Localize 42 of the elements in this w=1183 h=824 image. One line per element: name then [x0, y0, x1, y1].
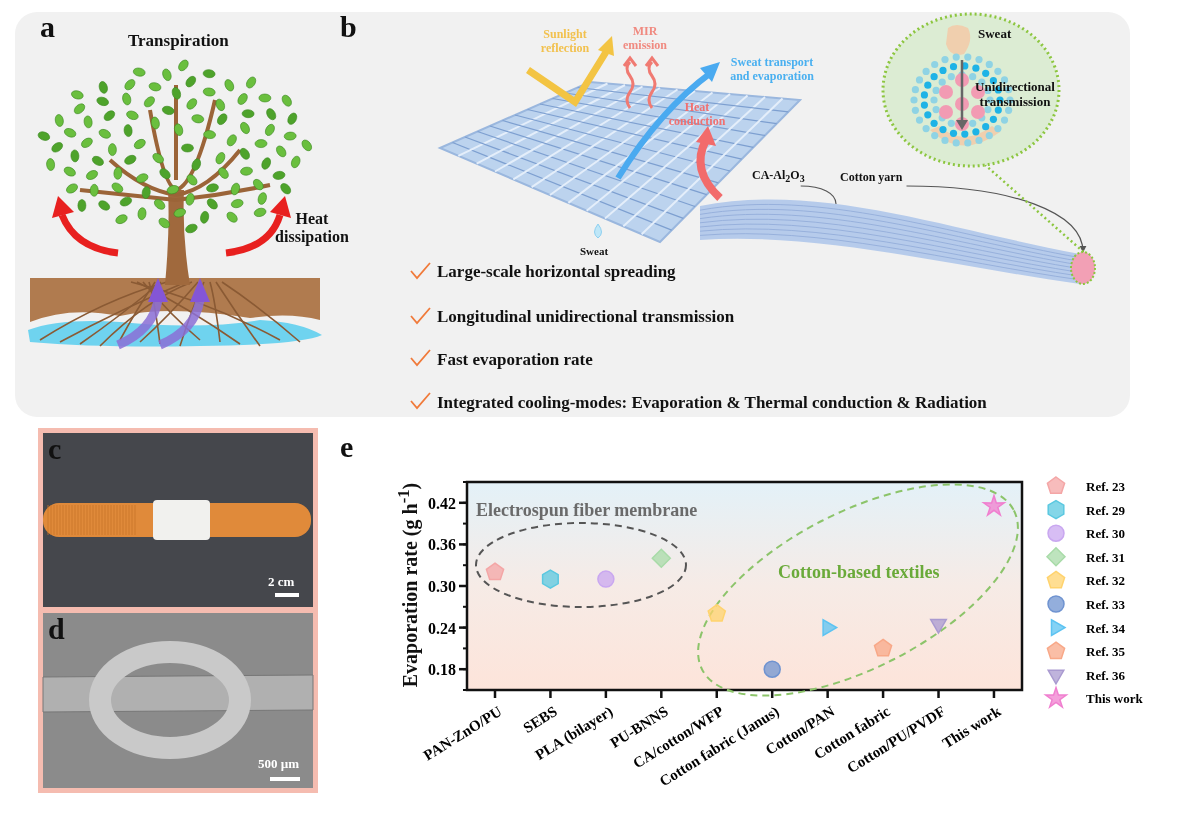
part-label: CA-Al$_{2}$O$_{3}$ [752, 169, 805, 185]
heading: Transpiration [128, 31, 229, 51]
panel-letter: a [40, 10, 55, 45]
feature-text: Longitudinal unidirectional transmission [437, 307, 735, 327]
annotation: Sweat transport and evaporation [729, 56, 815, 84]
annotation: MIR emission [622, 25, 668, 53]
panel-letter: e [340, 430, 354, 465]
tick-label: 0.42 [428, 494, 456, 512]
legend-label: Ref. 31 [1086, 549, 1125, 565]
leader-line [800, 185, 837, 205]
legend-label: Ref. 23 [1086, 479, 1125, 494]
part-label: Sweat [978, 27, 1012, 42]
annotation: Cotton-based textiles [778, 562, 940, 582]
scale-label: 2 cm [268, 575, 295, 590]
panel-letter: d [48, 612, 65, 647]
legend-label: Ref. 33 [1086, 597, 1125, 612]
part-label: Unidirectional transmission [974, 80, 1056, 110]
leader-line [905, 185, 1086, 253]
annotation: Heat conduction [667, 101, 727, 129]
legend-label: Ref. 34 [1086, 620, 1125, 636]
tick-label: 0.18 [428, 661, 456, 679]
annotation: Sweat [580, 245, 609, 258]
zoom-line [984, 164, 1085, 253]
panel-letter: c [48, 432, 62, 467]
scale-label: 500 µm [258, 757, 300, 772]
feature-text: Fast evaporation rate [437, 350, 593, 370]
legend-label: Ref. 32 [1086, 573, 1125, 589]
legend-label: Ref. 36 [1086, 667, 1125, 683]
annotation: Heat dissipation [274, 210, 350, 247]
legend-label: This work [1086, 691, 1143, 707]
legend-label: Ref. 29 [1086, 502, 1125, 518]
tick-label: 0.36 [428, 536, 456, 554]
feature-text: Integrated cooling-modes: Evaporation & Thermal conduction & Radiation [437, 393, 987, 413]
panel-letter: b [340, 10, 357, 45]
annotation: Electrospun fiber membrane [476, 500, 698, 520]
legend-label: Ref. 35 [1086, 644, 1125, 660]
legend-label: Ref. 30 [1086, 526, 1125, 542]
annotation: Sunlight reflection [539, 28, 591, 56]
tick-label: 0.24 [428, 619, 456, 637]
tick-label: 0.30 [428, 578, 456, 595]
part-label: Cotton yarn [840, 171, 903, 185]
feature-text: Large-scale horizontal spreading [437, 262, 676, 282]
